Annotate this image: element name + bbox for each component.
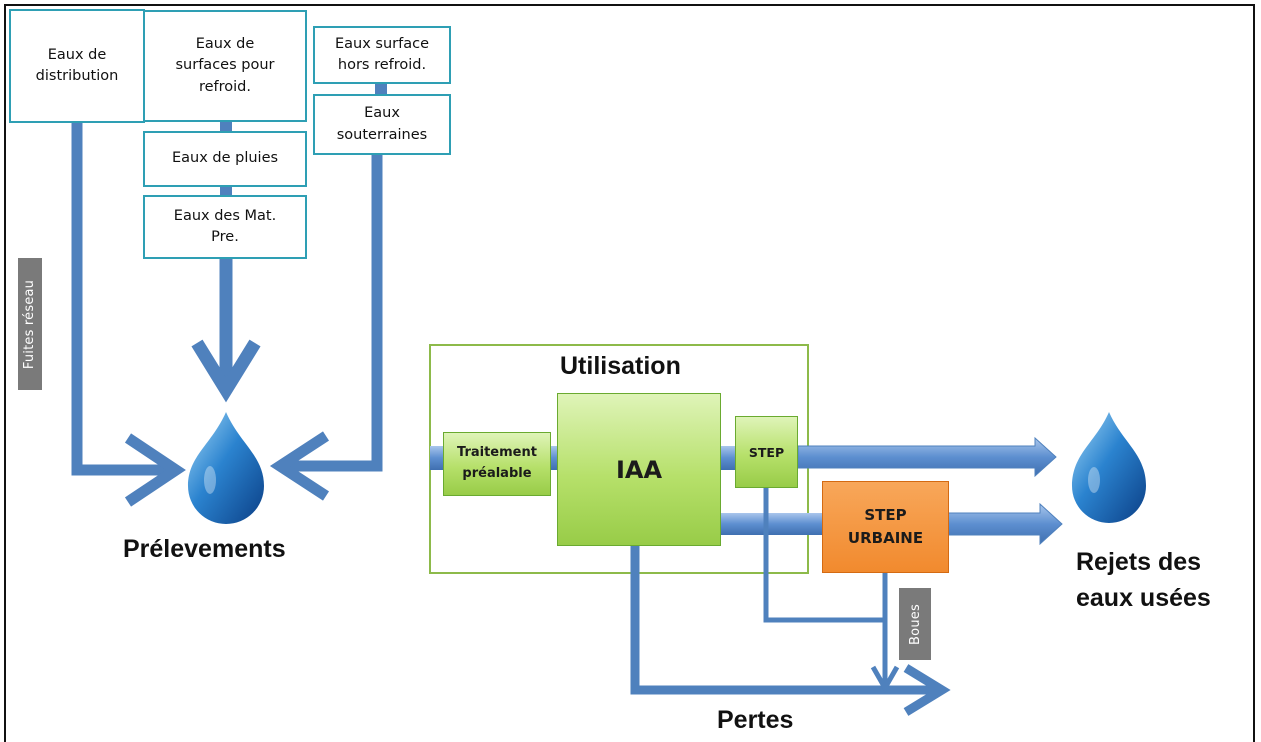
pipe-pertes xyxy=(630,545,951,716)
connector-surface-souterraines xyxy=(375,83,387,95)
label-boues: Boues xyxy=(899,588,931,660)
box-traitement-prealable: Traitement préalable xyxy=(443,432,551,496)
pipe-iaa-step-urbaine xyxy=(720,513,824,535)
arrow-head-left xyxy=(124,433,186,507)
drop-highlight xyxy=(1088,467,1100,493)
water-drop-prelevements-icon xyxy=(188,412,264,524)
title-rejets-eaux-usees: Rejets des eaux usées xyxy=(1076,548,1211,613)
source-eaux-de-distribution: Eaux de distribution xyxy=(9,9,145,123)
box-step-urbaine: STEP URBAINE xyxy=(822,481,949,573)
title-prelevements: Prélevements xyxy=(123,535,286,563)
arrow-head-pertes xyxy=(903,664,951,716)
water-drop-rejets-icon xyxy=(1072,412,1146,523)
arrow-head-right xyxy=(269,431,330,501)
pipe-boues xyxy=(763,488,900,694)
source-eaux-surfaces-refroid: Eaux de surfaces pour refroid. xyxy=(143,10,307,122)
label-fuites-reseau: Fuites réseau xyxy=(18,258,42,390)
source-eaux-souterraines: Eaux souterraines xyxy=(313,94,451,155)
drop-highlight xyxy=(204,466,216,494)
pipe-iaa-step xyxy=(720,446,738,470)
title-utilisation: Utilisation xyxy=(560,352,681,380)
arrow-head-boues xyxy=(870,665,900,694)
source-eaux-surface-hors-refroid: Eaux surface hors refroid. xyxy=(313,26,451,84)
frame-border xyxy=(4,4,1255,742)
box-iaa: IAA xyxy=(557,393,721,546)
source-eaux-de-pluies: Eaux de pluies xyxy=(143,131,307,187)
title-pertes: Pertes xyxy=(717,706,794,734)
label-boues-text: Boues xyxy=(907,603,923,645)
source-connectors xyxy=(220,83,387,196)
pipe-center xyxy=(191,258,261,403)
source-eaux-mat-pre: Eaux des Mat. Pre. xyxy=(143,195,307,259)
arrow-step-urbaine-rejets xyxy=(947,502,1063,546)
box-step: STEP xyxy=(735,416,798,488)
label-fuites-reseau-text: Fuites réseau xyxy=(22,279,38,369)
arrow-step-rejets xyxy=(797,436,1057,478)
connector-refroid-pluies xyxy=(220,122,232,132)
pipe-distribution xyxy=(71,122,186,507)
connector-pluies-matpre xyxy=(220,186,232,196)
pipe-souterraines xyxy=(269,154,383,501)
arrow-head-down xyxy=(191,339,261,403)
